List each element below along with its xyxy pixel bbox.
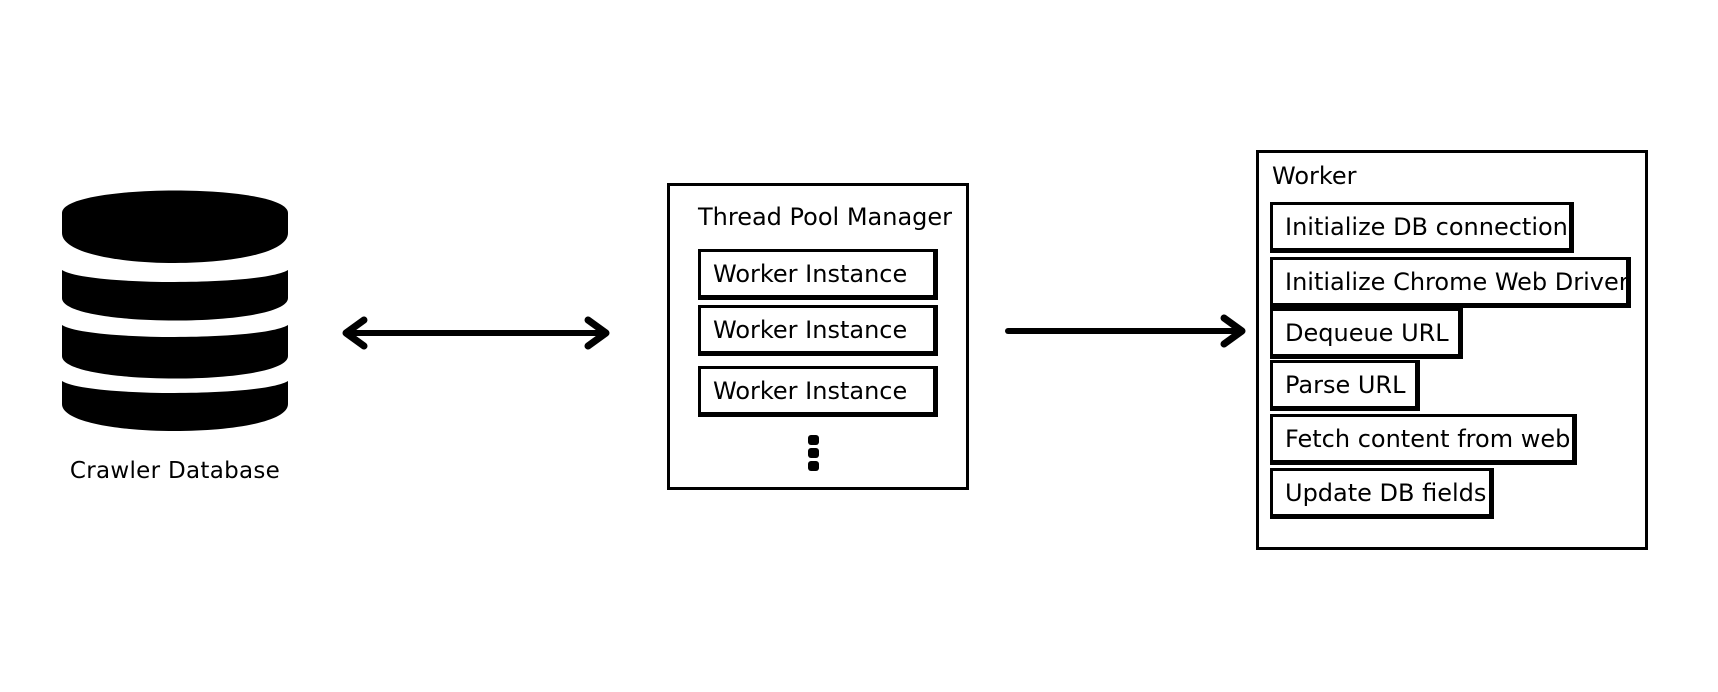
worker-step: Parse URL: [1270, 360, 1420, 411]
bidirectional-arrow: [342, 316, 610, 350]
worker-instance: Worker Instance: [698, 305, 938, 356]
worker-step: Initialize Chrome Web Driver: [1270, 257, 1631, 308]
thread-pool-manager-title: Thread Pool Manager: [698, 203, 953, 231]
directed-arrow: [1005, 314, 1246, 348]
worker-step: Update DB fields: [1270, 468, 1494, 519]
worker-title: Worker: [1272, 162, 1357, 190]
worker-instance: Worker Instance: [698, 366, 938, 417]
worker-step: Dequeue URL: [1270, 308, 1463, 359]
worker-instance: Worker Instance: [698, 249, 938, 300]
worker-step: Fetch content from web: [1270, 414, 1577, 465]
database-label: Crawler Database: [69, 458, 281, 484]
database-icon: [62, 190, 288, 431]
vertical-ellipsis-icon: [808, 435, 822, 477]
worker-step: Initialize DB connection: [1270, 202, 1574, 253]
